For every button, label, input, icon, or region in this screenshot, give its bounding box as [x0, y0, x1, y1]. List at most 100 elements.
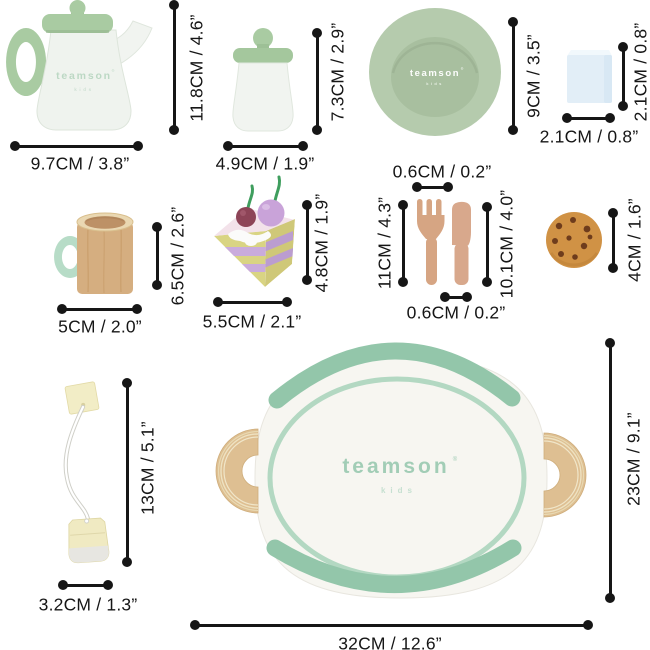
- utensils-image: [417, 199, 471, 285]
- tray-right-handle: [543, 432, 587, 518]
- teapot-logo-sub: kids: [74, 87, 93, 92]
- plate-diameter-label: 9CM / 3.5”: [523, 34, 544, 118]
- plate-logo-mark: ®: [461, 67, 464, 71]
- plate-logo-text: teamson: [410, 68, 460, 79]
- sugar-jar-width-label: 4.9CM / 1.9”: [215, 153, 315, 174]
- tray-top-rim: [268, 342, 521, 409]
- knife-image: [452, 201, 471, 285]
- tray-height-line: [605, 338, 615, 603]
- teapot-lid-shadow: [46, 30, 109, 33]
- tray-logo-sub: kids: [381, 486, 417, 495]
- sugar-cube-side-shade: [604, 55, 612, 103]
- cookie-chips: [552, 217, 593, 260]
- sugar-cube-width-label: 2.1CM / 0.8”: [539, 126, 639, 147]
- cookie-image: [546, 212, 602, 268]
- cherry-dark: [236, 207, 256, 227]
- tea-bag-length-label: 13CM / 5.1”: [137, 421, 158, 515]
- knife-width-label: 0.6CM / 0.2”: [406, 302, 506, 323]
- mug-opening: [84, 216, 126, 229]
- plate-diameter-line: [508, 17, 518, 135]
- teapot-height-label: 11.8CM / 4.6”: [186, 14, 207, 122]
- tea-bag-width-line: [58, 580, 113, 590]
- sugar-cube-height-line: [618, 42, 628, 111]
- mug-opening-shadow: [85, 216, 125, 222]
- teapot-height-line: [169, 0, 179, 135]
- sugar-jar-body: [232, 62, 294, 132]
- mug-image: [54, 212, 134, 294]
- knife-length-label: 10.1CM / 4.0”: [496, 189, 517, 299]
- tea-bag-bottom: [68, 545, 109, 563]
- plate-inner-shadow: [391, 41, 479, 74]
- plate-thickness-label: 0.6CM / 0.2”: [392, 161, 492, 182]
- knife-width-line: [440, 292, 472, 302]
- cookie-edge-shade: [549, 252, 599, 267]
- sugar-jar-knob: [253, 28, 273, 48]
- cake-width-line: [213, 297, 292, 307]
- sugar-jar-image: [232, 28, 294, 132]
- plate-image: teamson ® kids: [369, 8, 501, 136]
- mug-grain-1: [87, 227, 89, 293]
- cake-frosting-drip: [245, 238, 257, 246]
- fork-image: [417, 199, 445, 285]
- tray-logo-mark: ®: [453, 456, 458, 463]
- mug-width-label: 5CM / 2.0”: [58, 316, 142, 337]
- cherry-lilac-highlight: [262, 204, 270, 210]
- teapot-body: [36, 29, 132, 131]
- sugar-cube-height-label: 2.1CM / 0.8”: [630, 22, 650, 122]
- mug-grain-2: [103, 229, 105, 294]
- mug-height-line: [152, 222, 162, 290]
- cake-height-line: [302, 200, 312, 285]
- tray-width-line: [190, 620, 593, 630]
- tea-bag-tag: [64, 381, 100, 415]
- mug-width-line: [57, 304, 142, 314]
- cake-height-label: 4.8CM / 1.9”: [311, 193, 332, 293]
- tray-width-label: 32CM / 12.6”: [338, 633, 442, 650]
- cherry-lilac: [257, 199, 285, 227]
- tea-bag-length-line: [122, 378, 132, 567]
- sugar-jar-width-line: [223, 141, 308, 151]
- sugar-jar-knob-neck: [257, 44, 269, 50]
- tray-bottom-rim: [266, 539, 522, 593]
- sugar-jar-height-label: 7.3CM / 2.9”: [327, 22, 348, 122]
- cookie-diameter-line: [608, 208, 618, 273]
- tray-height-label: 23CM / 9.1”: [623, 412, 644, 506]
- teapot-width-line: [10, 141, 143, 151]
- cake-width-label: 5.5CM / 2.1”: [202, 311, 302, 332]
- tea-bag-knot: [84, 518, 90, 524]
- plate-logo-sub: kids: [426, 81, 444, 86]
- tray-logo-text: teamson: [342, 455, 449, 478]
- plate-center: [391, 37, 479, 117]
- cherry-stem-2: [273, 175, 281, 203]
- sugar-cube-width-line: [562, 113, 615, 123]
- plate-thickness-line: [412, 182, 453, 192]
- teapot-image: teamson ® kids: [6, 0, 153, 131]
- sugar-cube-top: [567, 50, 612, 56]
- sugar-cube-image: [567, 50, 612, 103]
- tray-image: teamson ® kids: [215, 342, 587, 599]
- teapot-logo-mark: ®: [112, 69, 115, 73]
- teapot-logo-text: teamson: [56, 70, 112, 82]
- tea-bag-width-label: 3.2CM / 1.3”: [38, 594, 138, 615]
- mug-height-label: 6.5CM / 2.6”: [167, 206, 188, 306]
- fork-length-label: 11CM / 4.3”: [374, 196, 395, 290]
- cake-side-face: [265, 219, 295, 287]
- tea-bag-image: [63, 381, 110, 564]
- tea-bag-crease: [70, 532, 106, 536]
- teapot-knob: [69, 0, 86, 16]
- mug-body: [77, 222, 133, 294]
- cake-slice-image: [214, 175, 295, 287]
- cookie-diameter-label: 4CM / 1.6”: [624, 198, 645, 282]
- cherry-stem-1: [246, 184, 254, 210]
- teapot-handle: [6, 28, 47, 96]
- mug-grain-3: [120, 227, 122, 293]
- fork-length-line: [398, 200, 408, 287]
- knife-length-line: [482, 202, 492, 287]
- cherry-dark-highlight: [240, 210, 246, 216]
- sugar-cube-front: [567, 55, 612, 103]
- tray-left-handle: [215, 428, 259, 514]
- cake-frosting: [228, 229, 272, 244]
- tea-bag-string: [64, 405, 90, 521]
- teapot-lid: [42, 14, 113, 33]
- sugar-jar-lid: [233, 48, 293, 63]
